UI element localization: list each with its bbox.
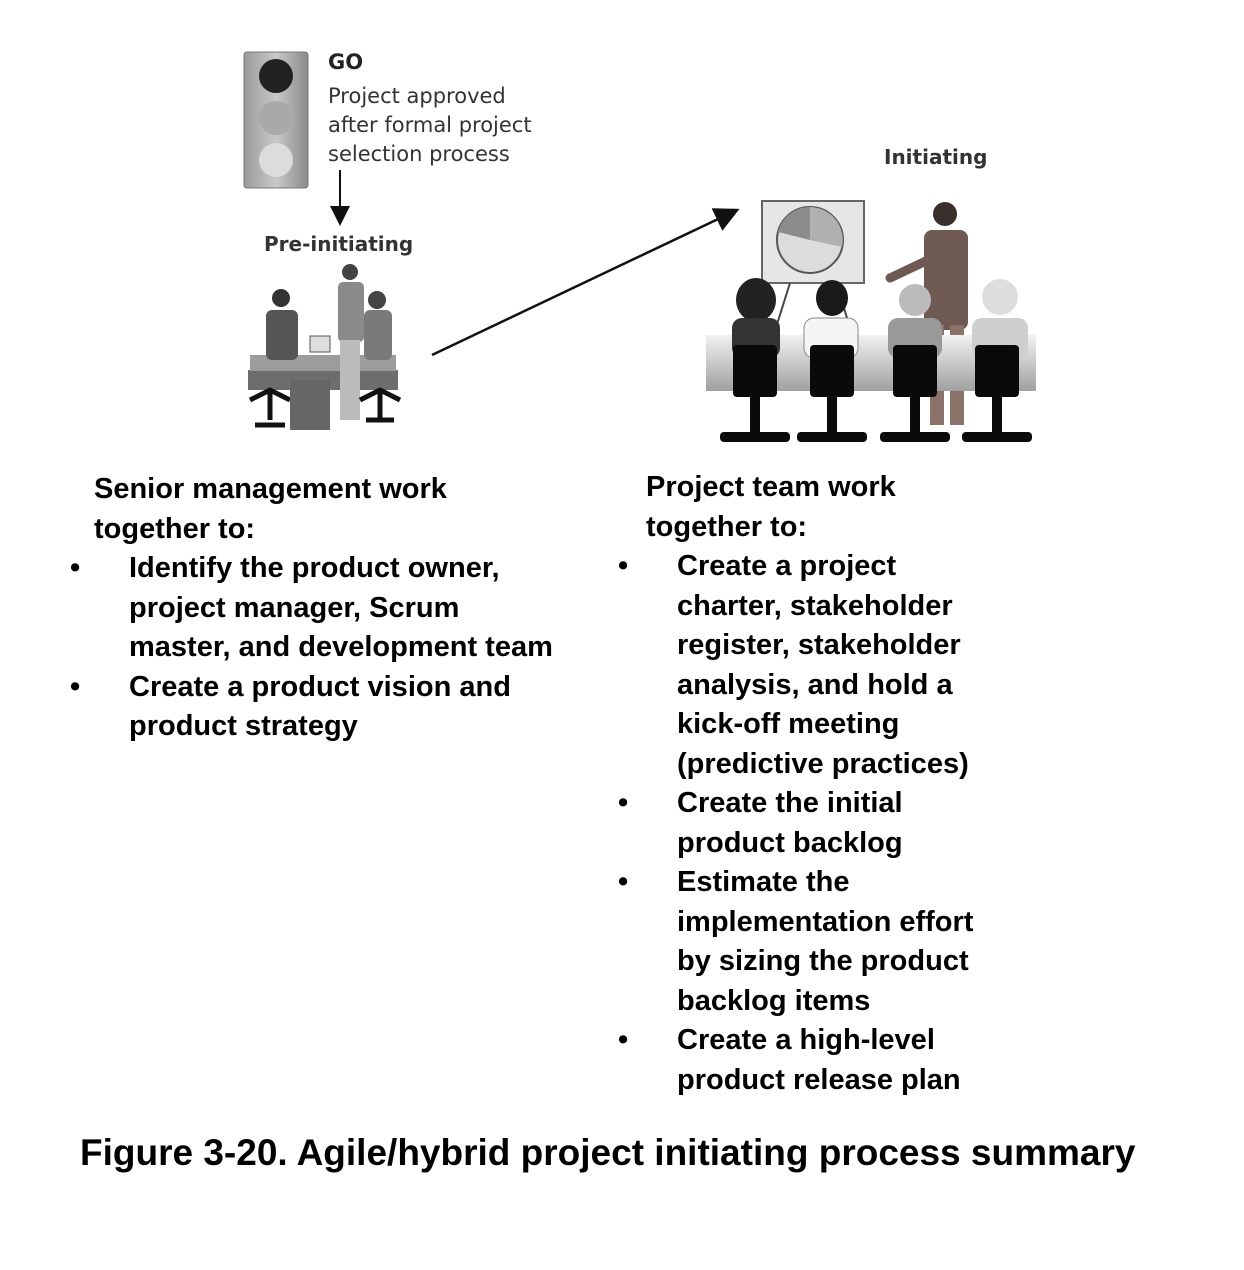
- item-line: product strategy: [129, 710, 358, 742]
- item-line: Estimate the: [677, 866, 850, 898]
- item-line: kick-off meeting: [677, 708, 900, 740]
- traffic-light-icon: [243, 51, 309, 189]
- item-line: Create the initial: [677, 787, 903, 819]
- item-line: Create a high-level: [677, 1024, 935, 1056]
- item-line: product release plan: [677, 1063, 961, 1096]
- item-line: master, and development team: [129, 631, 553, 663]
- project-team-column: Project team work together to: • Create …: [618, 468, 1038, 1100]
- figure-caption: Figure 3-20. Agile/hybrid project initia…: [80, 1132, 1136, 1173]
- right-column-list: • Create a project charter, stakeholder …: [618, 547, 1038, 1100]
- item-line: analysis, and hold a: [677, 668, 953, 701]
- bullet: •: [618, 1024, 629, 1056]
- item-line: implementation effort: [677, 905, 974, 938]
- heading-line: together to:: [646, 510, 808, 543]
- item-line: Create a product vision and: [129, 670, 511, 703]
- bullet: •: [70, 670, 81, 703]
- list-item: • Create a product vision and product st…: [70, 668, 630, 747]
- bullet: •: [618, 866, 629, 898]
- stage-pre-initiating: Pre-initiating: [264, 232, 414, 256]
- senior-management-column: Senior management work together to: • Id…: [70, 470, 630, 747]
- meeting-illustration-icon: [248, 264, 402, 430]
- bullet: •: [70, 552, 81, 584]
- presentation-illustration-icon: [706, 200, 1036, 442]
- left-column-list: • Identify the product owner, project ma…: [70, 549, 630, 747]
- item-line: register, stakeholder: [677, 629, 961, 661]
- item-line: Identify the product owner,: [129, 552, 500, 584]
- bullet: •: [618, 550, 629, 582]
- go-description-line: Project approved: [328, 84, 506, 108]
- item-line: (predictive practices): [677, 747, 969, 780]
- heading-line: Project team work: [646, 471, 896, 503]
- heading-line: Senior management work: [94, 473, 447, 505]
- item-line: backlog items: [677, 984, 871, 1017]
- initiating-arrow: [431, 208, 740, 357]
- go-description-line: after formal project: [328, 113, 532, 137]
- list-item: • Identify the product owner, project ma…: [70, 549, 630, 668]
- go-label: GO: [328, 50, 364, 74]
- diagram-graphics: [243, 51, 1036, 442]
- list-item: • Create the initial product backlog: [618, 784, 1038, 863]
- bullet: •: [618, 787, 629, 819]
- item-line: by sizing the product: [677, 945, 969, 977]
- list-item: • Create a high-level product release pl…: [618, 1021, 1038, 1100]
- left-column-heading: Senior management work together to:: [70, 470, 630, 549]
- stage-initiating: Initiating: [884, 145, 988, 169]
- right-column-heading: Project team work together to:: [618, 468, 1038, 547]
- item-line: product backlog: [677, 826, 903, 859]
- go-description-line: selection process: [328, 142, 510, 166]
- list-item: • Estimate the implementation effort by …: [618, 863, 1038, 1021]
- heading-line: together to:: [94, 512, 256, 545]
- list-item: • Create a project charter, stakeholder …: [618, 547, 1038, 784]
- go-description: Project approved after formal project se…: [328, 82, 568, 169]
- item-line: charter, stakeholder: [677, 589, 953, 622]
- item-line: Create a project: [677, 550, 897, 582]
- item-line: project manager, Scrum: [129, 591, 460, 624]
